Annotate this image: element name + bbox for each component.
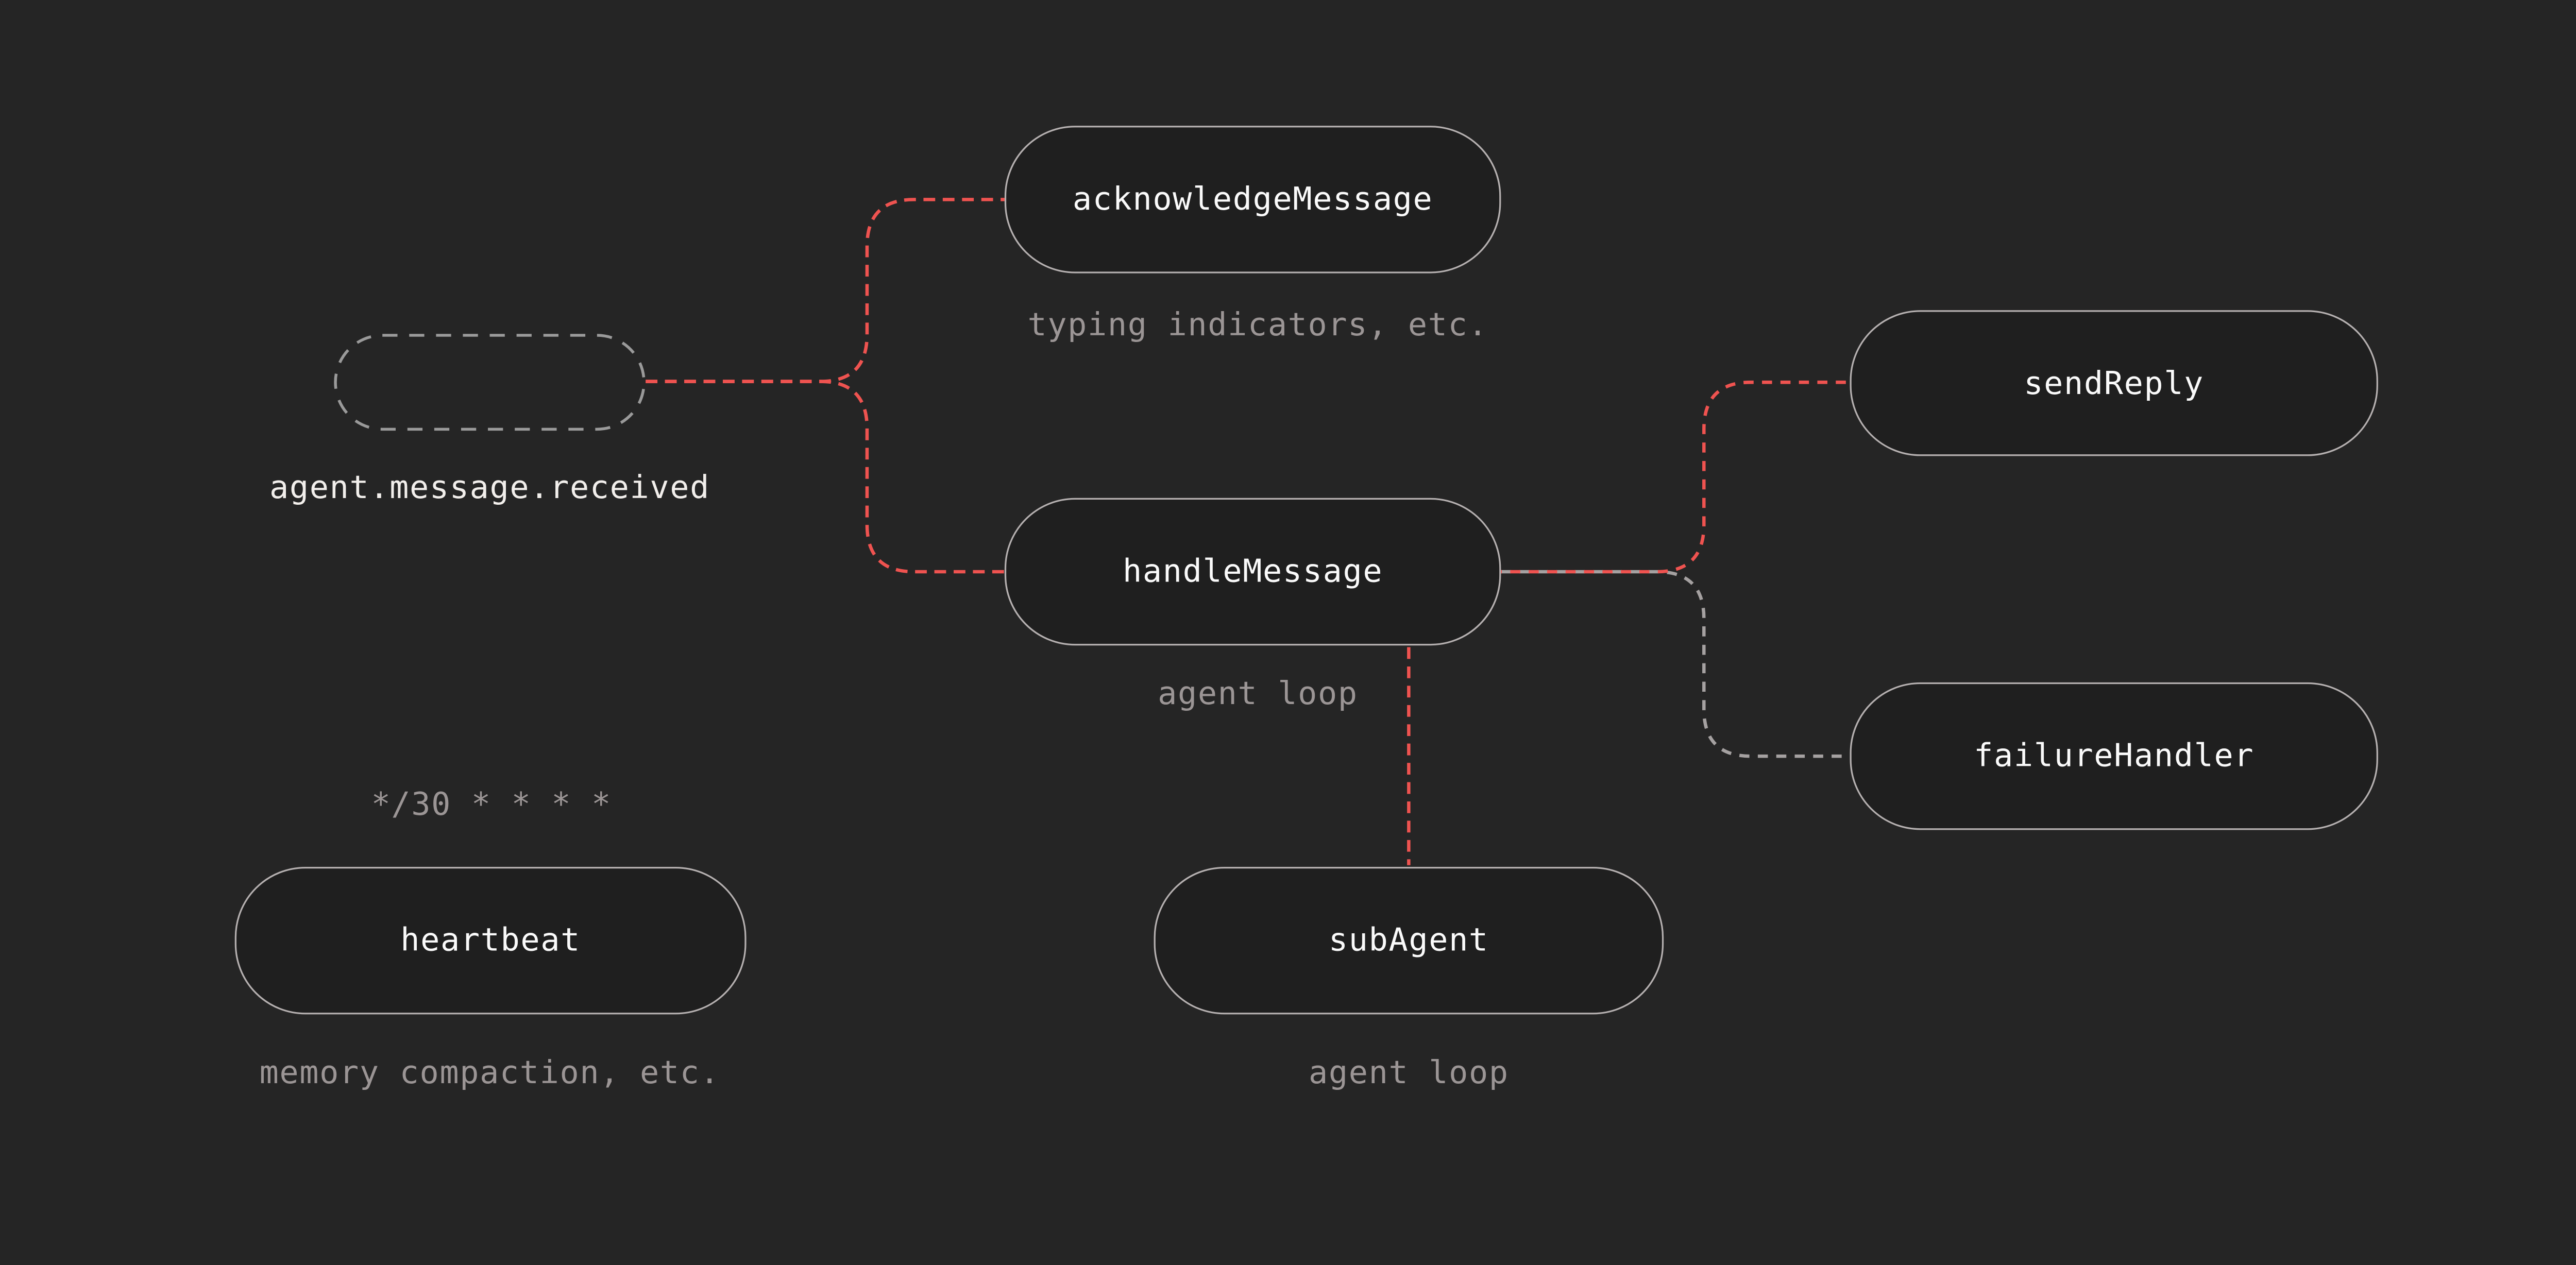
event-trigger-node[interactable] [334,334,646,431]
node-send-reply[interactable]: sendReply [1850,310,2378,456]
node-heartbeat[interactable]: heartbeat [234,866,747,1015]
node-sub-agent-label: subAgent [1328,922,1489,959]
node-failure-handler-label: failureHandler [1974,738,2255,775]
edge-layer [334,198,1850,865]
caption-heartbeat-schedule: */30 * * * * [371,786,612,824]
edge-trigger-to-acknowledge [646,198,1005,383]
caption-handle-message: agent loop [1158,675,1358,713]
workflow-canvas: acknowledgeMessage handleMessage sendRep… [234,126,2378,1092]
caption-acknowledge-message: typing indicators, etc. [1027,306,1488,344]
node-send-reply-label: sendReply [2024,365,2205,402]
caption-sub-agent: agent loop [1309,1054,1509,1092]
node-heartbeat-label: heartbeat [400,922,581,959]
node-acknowledge-message-label: acknowledgeMessage [1072,181,1433,218]
edge-handle-to-sendreply [1501,380,1850,574]
node-failure-handler[interactable]: failureHandler [1850,682,2378,830]
node-acknowledge-message[interactable]: acknowledgeMessage [1004,126,1501,273]
caption-event-trigger: agent.message.received [269,469,710,507]
caption-heartbeat: memory compaction, etc. [259,1054,720,1092]
node-handle-message-label: handleMessage [1123,553,1383,590]
edge-trigger-to-handle [646,380,1005,574]
node-handle-message[interactable]: handleMessage [1004,498,1501,646]
edge-handle-to-failurehandler [1501,570,1850,758]
node-sub-agent[interactable]: subAgent [1154,866,1664,1015]
